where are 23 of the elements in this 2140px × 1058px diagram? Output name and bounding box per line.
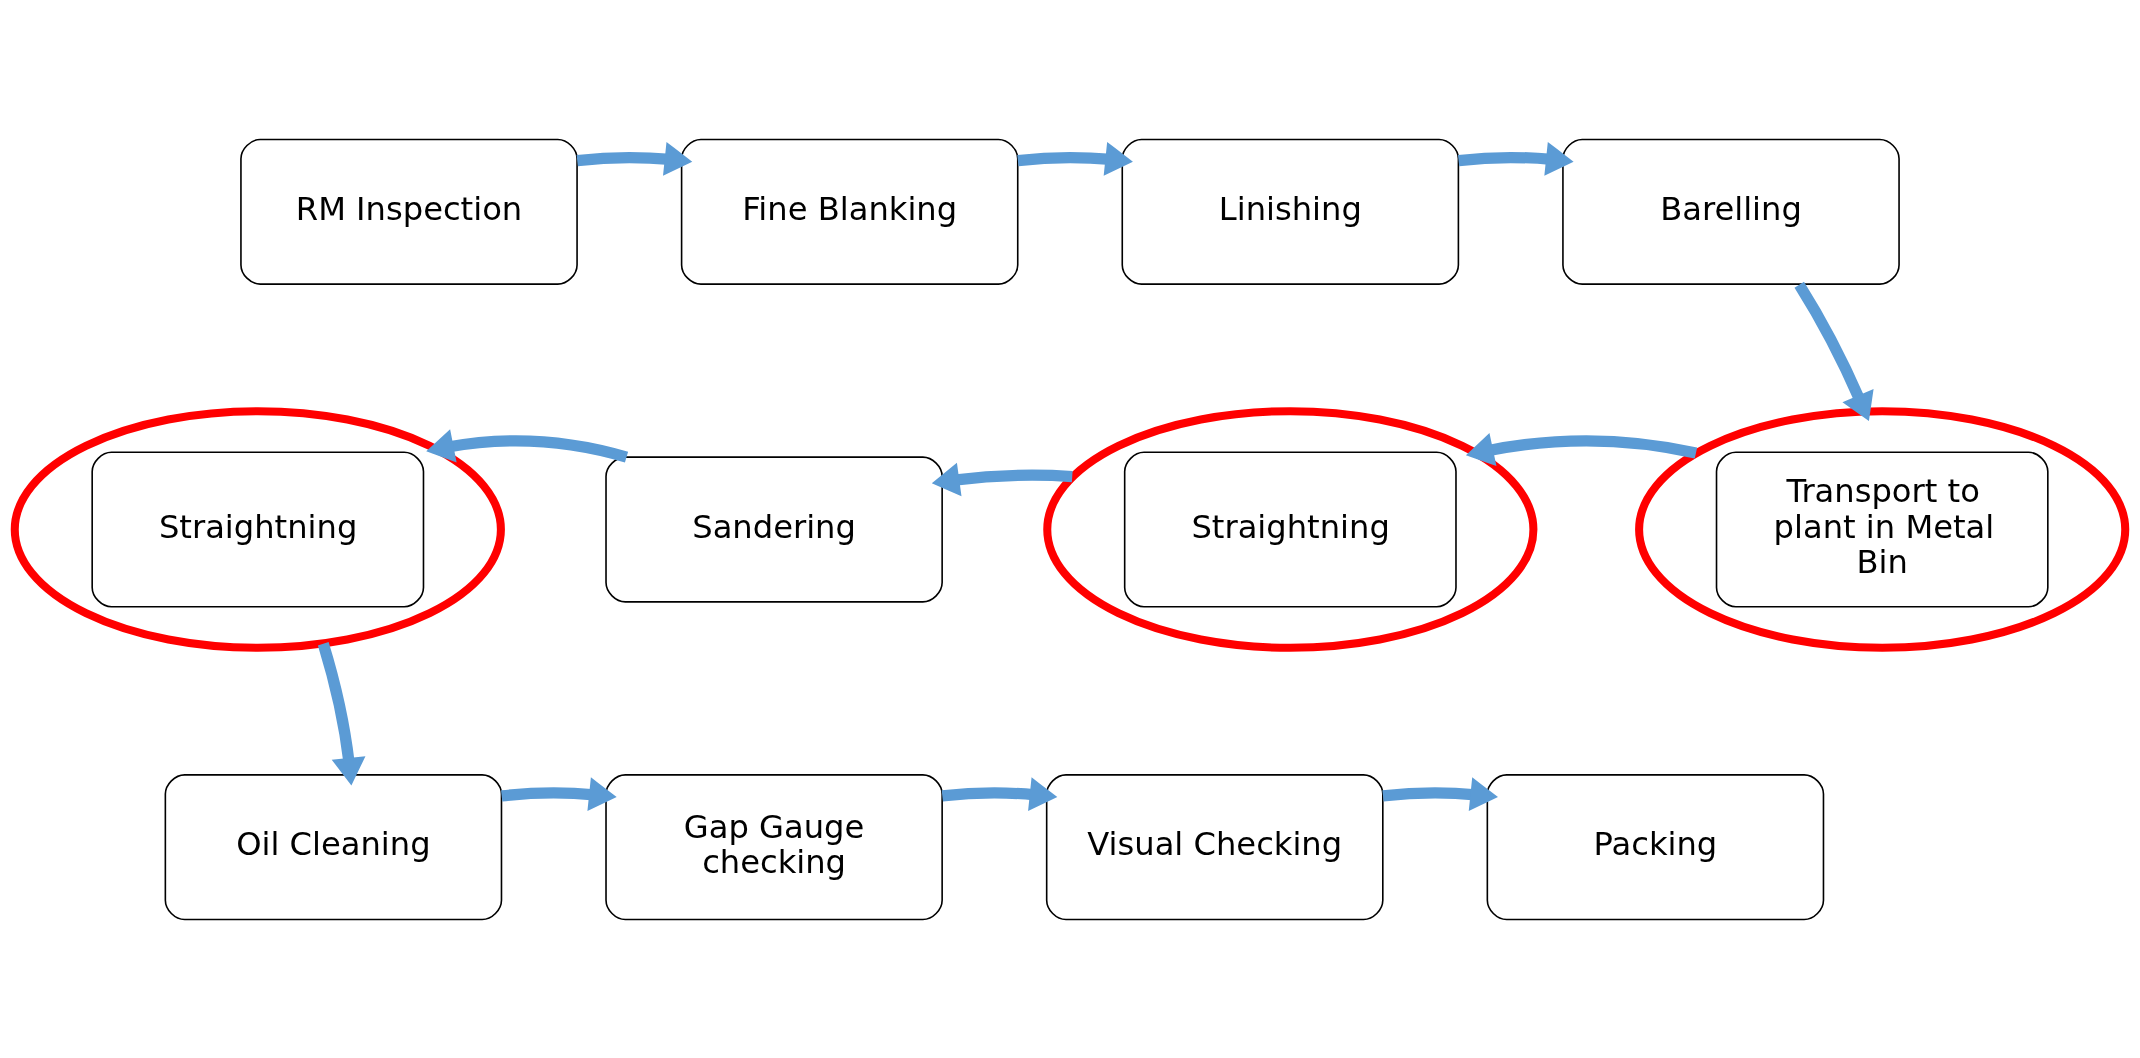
arrow (576, 141, 693, 176)
node-ellipse: Straightning (1043, 406, 1538, 652)
arrow (1382, 776, 1498, 811)
node-box: Barelling (1562, 138, 1900, 285)
arrow (1794, 281, 1874, 421)
node-box: Visual Checking (1045, 773, 1384, 920)
arrow (426, 428, 628, 462)
node-ellipse: Transport to plant in Metal Bin (1635, 406, 2130, 652)
arrow (1465, 432, 1698, 466)
arrow (317, 641, 366, 786)
arrow (501, 776, 617, 811)
arrow (931, 462, 1073, 496)
arrow (1457, 141, 1574, 176)
arrow (1017, 141, 1133, 176)
node-ellipse: Straightning (10, 406, 505, 652)
node-box: Gap Gauge checking (605, 773, 943, 920)
node-box: RM Inspection (240, 138, 578, 285)
node-box: Linishing (1121, 138, 1460, 285)
node-box: Fine Blanking (680, 138, 1019, 285)
node-box: Packing (1486, 773, 1825, 920)
node-box: Sandering (605, 455, 943, 603)
node-box: Oil Cleaning (164, 773, 503, 920)
arrow (941, 776, 1058, 811)
